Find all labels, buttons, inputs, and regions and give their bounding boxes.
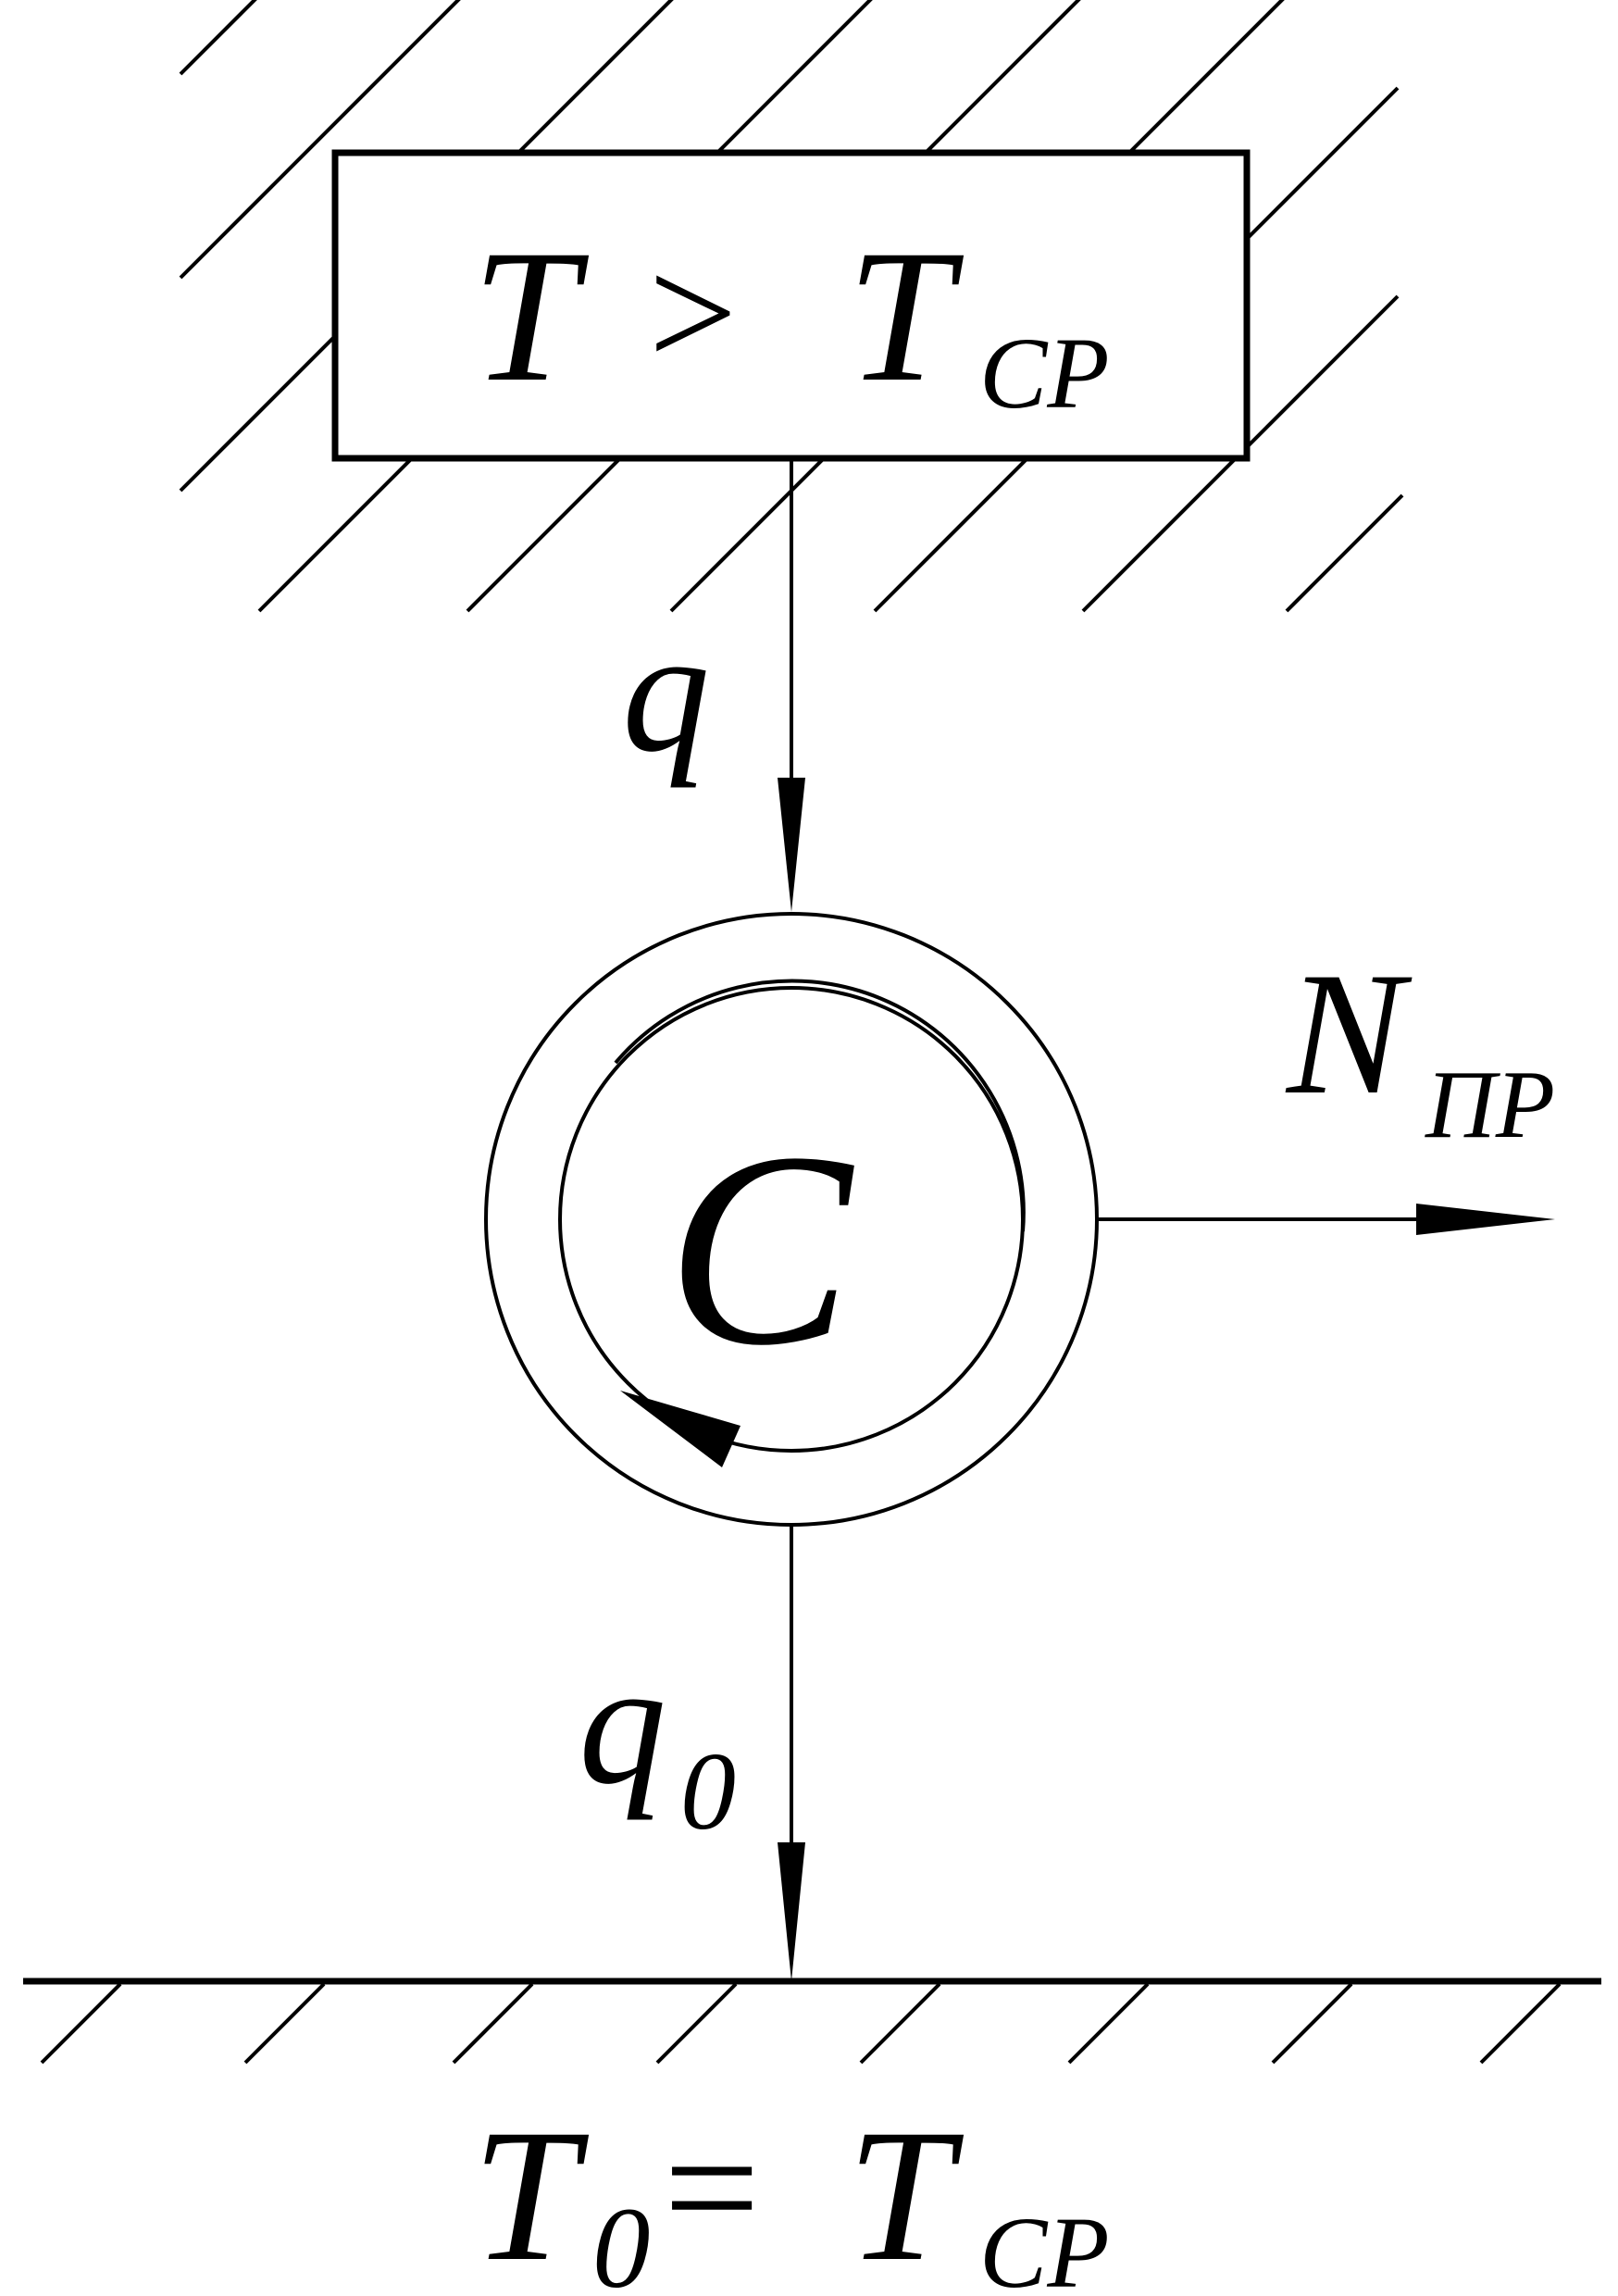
cycle-direction-arc	[614, 979, 1026, 1232]
hot-source-box	[331, 149, 1251, 462]
work-out-arrow	[1097, 1204, 1555, 1235]
hot-source-relation: >	[639, 226, 745, 400]
engine: C	[484, 912, 1099, 1527]
heat-in-label: q	[622, 594, 710, 789]
heat-in-arrow	[778, 458, 805, 912]
heat-out-arrow	[778, 1525, 805, 1981]
cold-sink-subscript: 0	[592, 2185, 651, 2296]
cold-sink-temperature: T	[472, 2090, 590, 2296]
cold-sink-label: T 0 = T СР	[472, 2090, 1110, 2296]
heat-out-main: q	[579, 1627, 666, 1821]
work-out-main: N	[1285, 937, 1413, 1131]
work-out-subscript: ПР	[1425, 1050, 1555, 1158]
hot-source-ambient-subscript: СР	[979, 317, 1110, 430]
heat-out-label: q 0	[579, 1627, 736, 1853]
work-out-label: N ПР	[1285, 937, 1555, 1158]
hot-source-ambient-temperature: T	[847, 211, 965, 421]
cold-sink-relation: =	[653, 2093, 768, 2283]
engine-label: C	[666, 1095, 857, 1403]
cold-sink-ambient-subscript: СР	[979, 2196, 1110, 2296]
hot-source-temperature: T	[472, 211, 590, 421]
cold-sink-ground	[23, 1978, 1601, 2065]
heat-out-subscript: 0	[680, 1729, 736, 1853]
cycle-direction-arrowhead	[620, 1391, 741, 1467]
hot-source-label: T > T СР	[472, 211, 1110, 430]
cold-sink-ambient-temperature: T	[847, 2090, 965, 2296]
